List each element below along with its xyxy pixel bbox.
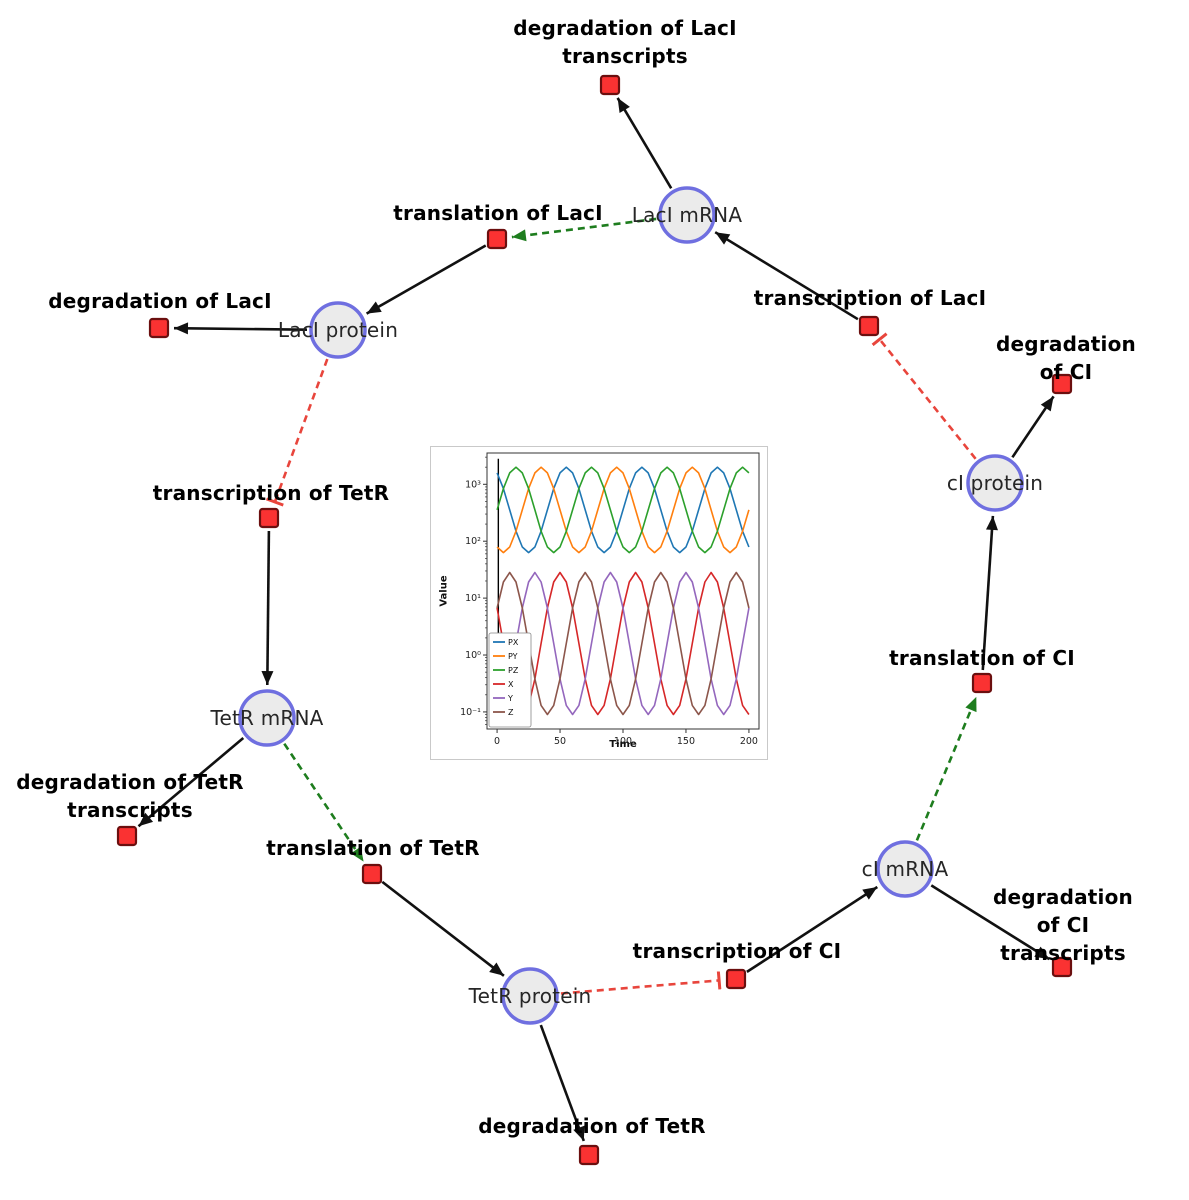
reaction-node-tl-laci bbox=[486, 228, 508, 250]
edge-product-tl-ci-ci-protein bbox=[981, 515, 998, 671]
reaction-node-deg-laci bbox=[148, 317, 170, 339]
reaction-node-deg-ci-tx bbox=[1051, 956, 1073, 978]
y-tick-label: 10¹ bbox=[465, 593, 481, 604]
edge-modifier-tetr-mrna-tl-tetr bbox=[283, 742, 365, 863]
x-tick-label: 0 bbox=[494, 736, 500, 747]
x-tick-label: 50 bbox=[554, 736, 566, 747]
edge-consumption-ci-protein-deg-ci bbox=[1011, 395, 1055, 459]
x-tick-label: 100 bbox=[614, 736, 632, 747]
node-layer bbox=[116, 74, 1073, 1166]
legend-label-PX: PX bbox=[508, 638, 519, 647]
x-tick-label: 200 bbox=[740, 736, 758, 747]
species-node-ci-protein bbox=[966, 454, 1024, 512]
edge-product-tl-laci-laci-protein bbox=[365, 244, 487, 315]
edge-product-tc-laci-laci-mrna bbox=[714, 231, 859, 321]
reaction-node-tl-tetr bbox=[361, 863, 383, 885]
legend-label-Z: Z bbox=[508, 708, 514, 717]
reaction-node-tc-tetr bbox=[258, 507, 280, 529]
series-line-PZ bbox=[496, 466, 750, 554]
edge-consumption-laci-protein-deg-laci bbox=[173, 322, 308, 335]
edge-inhibition-laci-protein-tc-tetr bbox=[265, 358, 329, 507]
chart-y-axis-label: Value bbox=[438, 575, 450, 607]
legend-label-X: X bbox=[508, 680, 514, 689]
reaction-node-deg-laci-tx bbox=[599, 74, 621, 96]
reaction-node-tc-laci bbox=[858, 315, 880, 337]
y-tick-label: 10⁻¹ bbox=[460, 707, 481, 718]
edge-consumption-tetr-protein-deg-tetr bbox=[539, 1024, 586, 1142]
reaction-node-tl-ci bbox=[971, 672, 993, 694]
reaction-node-deg-ci bbox=[1051, 373, 1073, 395]
edge-inhibition-tetr-protein-tc-ci bbox=[560, 971, 722, 995]
edge-consumption-tetr-mrna-deg-tetr-tx bbox=[137, 737, 245, 828]
edge-consumption-laci-mrna-deg-laci-tx bbox=[616, 97, 673, 189]
reaction-node-deg-tetr bbox=[578, 1144, 600, 1166]
edge-product-tc-tetr-tetr-mrna bbox=[261, 530, 274, 686]
edge-consumption-ci-mrna-deg-ci-tx bbox=[930, 884, 1050, 961]
species-node-tetr-mrna bbox=[238, 689, 296, 747]
edge-product-tl-tetr-tetr-protein bbox=[381, 880, 505, 977]
chart-plot: 10⁻¹ 10⁰ 10¹ 10² 10³ 0 50 100 150 200 PX PY PZ XYZ bbox=[460, 452, 760, 747]
legend-label-PZ: PZ bbox=[508, 666, 519, 675]
plot-border bbox=[486, 452, 760, 730]
legend-label-Y: Y bbox=[507, 694, 513, 703]
species-node-laci-protein bbox=[309, 301, 367, 359]
edge-modifier-laci-mrna-tl-laci bbox=[511, 217, 657, 242]
edge-product-tc-ci-ci-mrna bbox=[746, 885, 879, 973]
y-tick-label: 10⁰ bbox=[465, 650, 481, 661]
reaction-node-tc-ci bbox=[725, 968, 747, 990]
y-tick-label: 10³ bbox=[465, 479, 481, 490]
species-node-laci-mrna bbox=[658, 186, 716, 244]
x-tick-label: 150 bbox=[677, 736, 695, 747]
series-line-Y bbox=[496, 571, 750, 716]
chart-x-axis-label: Time bbox=[609, 739, 637, 750]
legend-label-PY: PY bbox=[508, 652, 518, 661]
species-node-tetr-protein bbox=[501, 967, 559, 1025]
species-node-ci-mrna bbox=[876, 840, 934, 898]
series-line-PY bbox=[496, 466, 750, 554]
edge-layer bbox=[137, 97, 1055, 1142]
series-line-Z bbox=[496, 571, 750, 716]
edge-inhibition-ci-protein-tc-laci bbox=[871, 332, 977, 460]
reaction-node-deg-tetr-tx bbox=[116, 825, 138, 847]
series-line-PX bbox=[496, 466, 750, 554]
y-tick-label: 10² bbox=[465, 536, 481, 547]
edge-modifier-ci-mrna-tl-ci bbox=[915, 696, 978, 841]
